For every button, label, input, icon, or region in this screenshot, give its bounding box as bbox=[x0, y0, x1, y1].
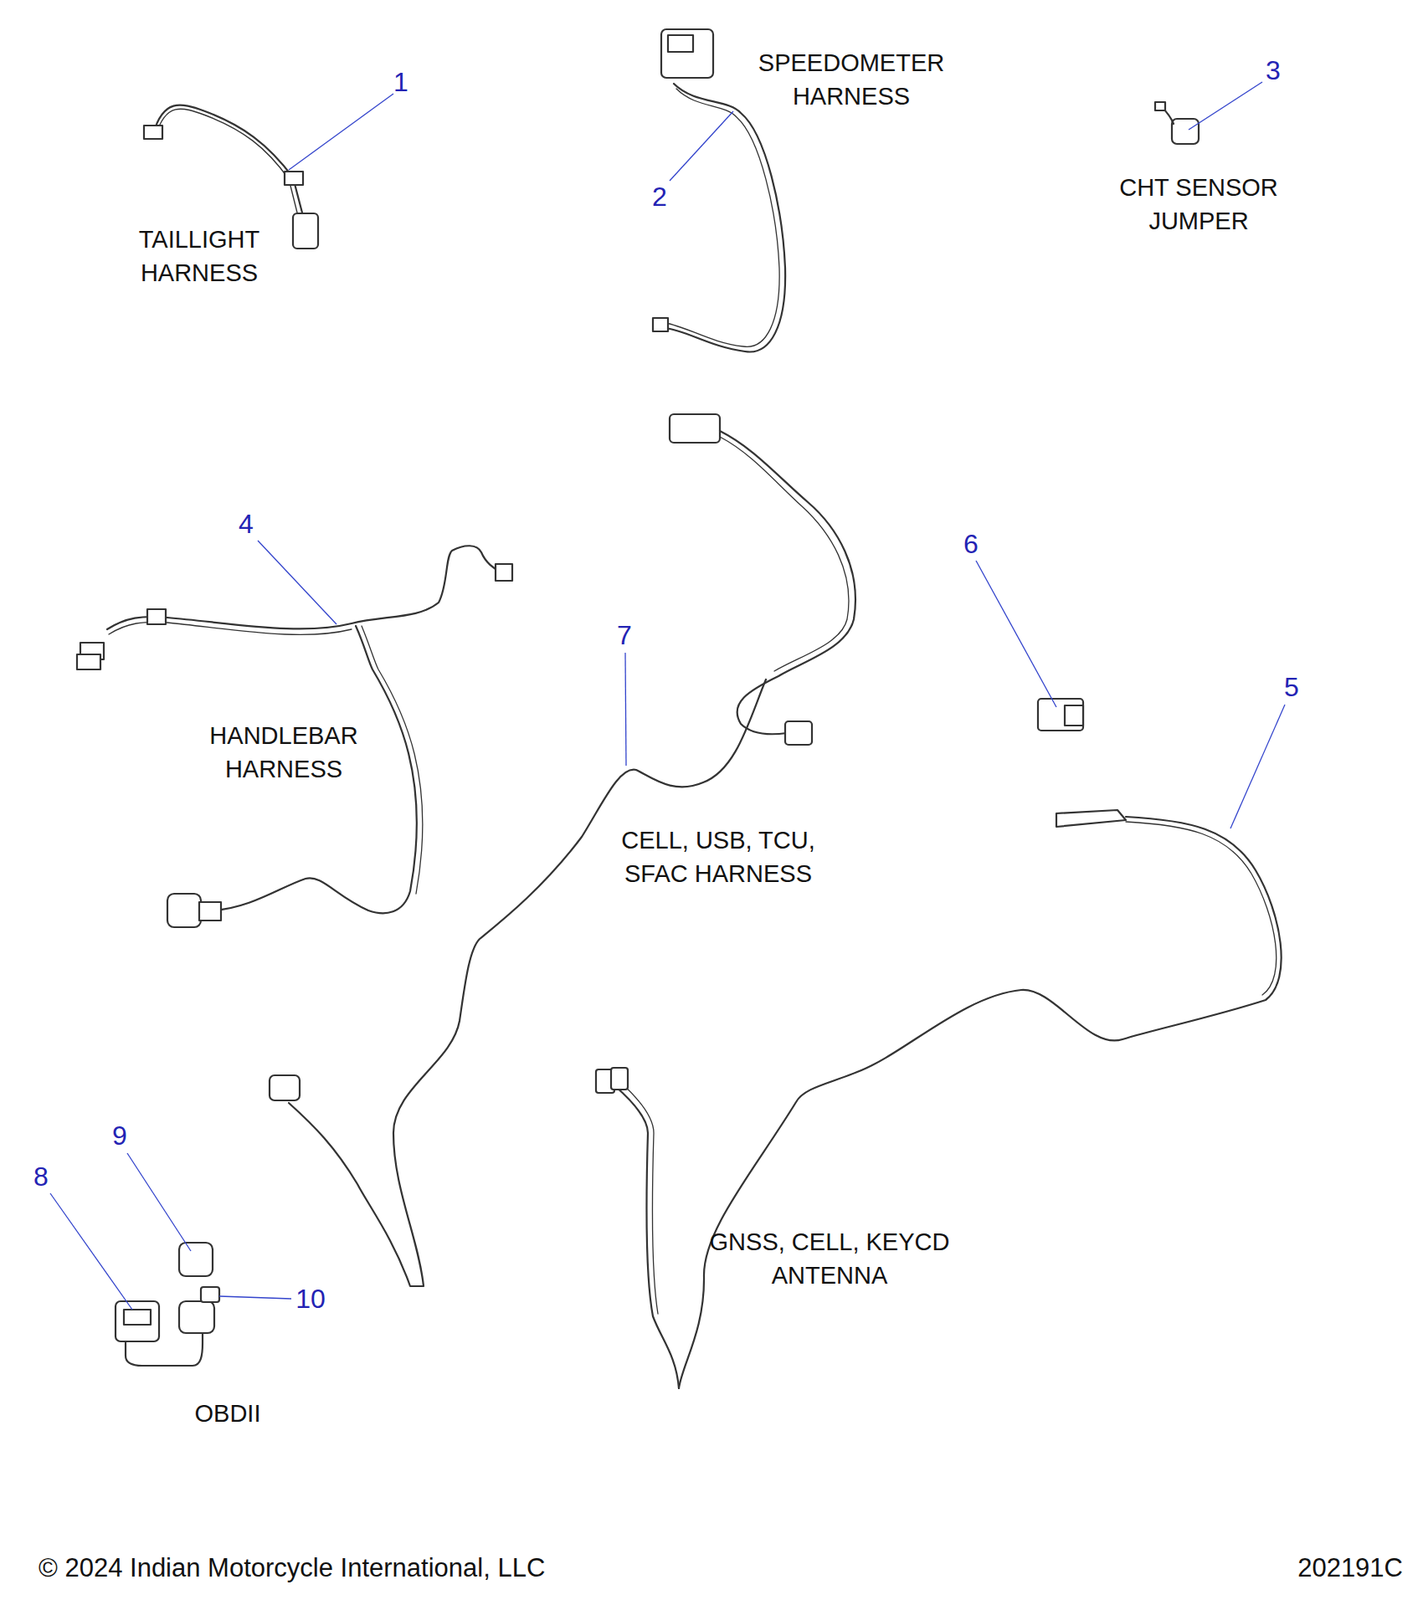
connector bbox=[1155, 102, 1166, 111]
callout-number: 1 bbox=[393, 63, 409, 101]
wire bbox=[719, 436, 849, 672]
connector bbox=[669, 414, 720, 443]
connector bbox=[661, 29, 714, 78]
leader-line bbox=[257, 540, 337, 625]
part-name: CELL, USB, TCU, SFAC HARNESS bbox=[605, 823, 832, 891]
leader-line bbox=[625, 652, 627, 766]
connector bbox=[143, 125, 163, 139]
obd-cap bbox=[179, 1243, 213, 1277]
part-name: SPEEDOMETER HARNESS bbox=[738, 46, 965, 114]
callout-number: 5 bbox=[1284, 668, 1300, 706]
connector bbox=[292, 213, 319, 249]
leader-line bbox=[219, 1296, 292, 1300]
wire bbox=[153, 105, 304, 216]
callout-number: 3 bbox=[1265, 51, 1281, 89]
connector bbox=[147, 609, 166, 625]
leader-line bbox=[288, 93, 394, 170]
leader-line bbox=[50, 1193, 133, 1310]
connector bbox=[77, 654, 101, 670]
copyright-notice: © 2024 Indian Motorcycle International, … bbox=[38, 1551, 545, 1588]
callout-number: 4 bbox=[238, 505, 254, 543]
connector bbox=[667, 35, 694, 52]
obd-plug bbox=[200, 1287, 220, 1303]
leader-line bbox=[976, 560, 1057, 708]
callout-number: 2 bbox=[652, 178, 668, 216]
part-name: HANDLEBAR HARNESS bbox=[187, 719, 381, 786]
wire bbox=[665, 88, 780, 347]
connector bbox=[284, 171, 304, 185]
connector bbox=[1171, 118, 1199, 144]
part-name: CHT SENSOR JUMPER bbox=[1098, 170, 1300, 238]
wire bbox=[288, 679, 766, 1287]
callout-number: 9 bbox=[112, 1117, 128, 1155]
obd-connector bbox=[115, 1301, 160, 1342]
callout-number: 7 bbox=[616, 616, 632, 654]
wire bbox=[107, 545, 501, 630]
wire bbox=[665, 83, 786, 352]
connector bbox=[495, 564, 513, 581]
wire bbox=[621, 1083, 658, 1315]
wire bbox=[1125, 821, 1277, 996]
connector bbox=[785, 721, 812, 745]
connector bbox=[269, 1075, 300, 1101]
wire bbox=[615, 1086, 679, 1389]
connector bbox=[611, 1068, 628, 1090]
leader-line bbox=[1230, 704, 1285, 829]
wire bbox=[678, 816, 1282, 1389]
part-name: OBDII bbox=[195, 1397, 262, 1431]
clip bbox=[1037, 698, 1084, 731]
obd-connector bbox=[123, 1309, 151, 1326]
wire bbox=[361, 626, 423, 894]
leader-line bbox=[127, 1153, 191, 1252]
callout-number: 6 bbox=[963, 525, 979, 563]
wire bbox=[719, 431, 856, 735]
wire bbox=[108, 621, 352, 635]
part-name: GNSS, CELL, KEYCD ANTENNA bbox=[691, 1225, 968, 1293]
callout-number: 10 bbox=[295, 1280, 326, 1318]
connector bbox=[652, 318, 668, 332]
leader-line bbox=[669, 111, 734, 181]
leader-line bbox=[1188, 82, 1263, 130]
obd-cap bbox=[179, 1301, 215, 1334]
wire bbox=[155, 108, 298, 216]
callout-number: 8 bbox=[33, 1158, 49, 1196]
drawing-number: 202191C bbox=[1297, 1551, 1403, 1588]
part-name: TAILLIGHT HARNESS bbox=[111, 222, 288, 290]
connector bbox=[199, 902, 221, 921]
antenna-tip bbox=[1056, 810, 1126, 828]
connector bbox=[167, 893, 201, 928]
clip bbox=[1064, 705, 1084, 726]
